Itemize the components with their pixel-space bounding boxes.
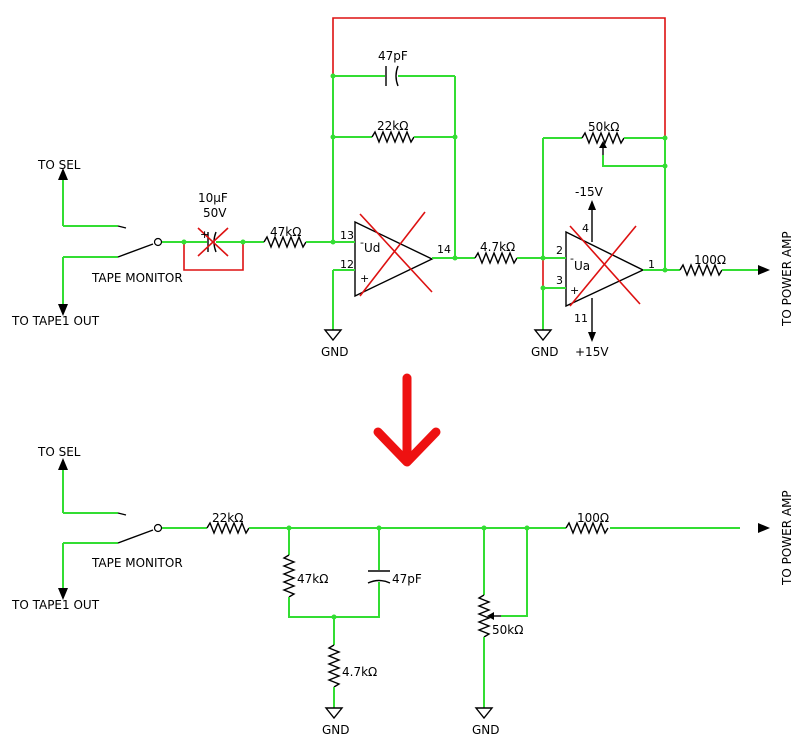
after-to-power-amp-label: TO POWER AMP [780,490,794,586]
tape-monitor-label: TAPE MONITOR [91,271,183,285]
after-r-shunt-label: 47kΩ [297,572,328,586]
gnd2-label: GND [531,345,559,359]
svg-text:+: + [360,272,369,285]
cap-in-voltage-label: 50V [203,206,227,220]
to-power-amp-label: TO POWER AMP [780,231,794,327]
after-tape-monitor-label: TAPE MONITOR [91,556,183,570]
opamp1-pin-noninv: 12 [340,258,354,271]
after-to-sel-path [58,458,127,516]
to-tape-out-label: TO TAPE1 OUT [11,314,100,328]
after-shunt-cap [367,528,391,597]
input-capacitor: + [184,227,243,257]
pot-fb-label: 50kΩ [588,120,619,134]
input-cap-bypass [183,242,244,271]
after-output-resistor [565,521,770,535]
opamp2-pin-noninv: 3 [556,274,563,287]
after-r-series-label: 22kΩ [212,511,243,525]
after-c-shunt-label: 47pF [392,572,422,586]
after-r-ground-label: 4.7kΩ [342,665,377,679]
opamp2-label: Ua [574,259,590,273]
svg-text:+: + [570,284,579,297]
opamp1-pin-out: 14 [437,243,451,256]
input-resistor [243,235,333,249]
svg-text:-: - [570,252,574,265]
bypass-top-wire [332,17,666,138]
mid-resistor [455,251,543,265]
after-to-tape-out-label: TO TAPE1 OUT [11,598,100,612]
output-resistor [679,263,770,277]
after-pot-label: 50kΩ [492,623,523,637]
opamp1-pin-inv: 13 [340,229,354,242]
after-tape-monitor-switch [117,523,207,544]
gnd1-label: GND [321,345,349,359]
tape-monitor-switch [117,237,184,258]
r-mid-label: 4.7kΩ [480,240,515,254]
before-schematic: TO SEL TO TAPE1 OUT TAPE MONITOR + [11,17,794,359]
opamp-ua: - + [533,200,680,342]
opamp2-pin-inv: 2 [556,244,563,257]
transform-arrow [373,373,441,467]
to-sel-path [58,168,127,229]
after-gnd1-label: GND [322,723,350,737]
after-to-sel-label: TO SEL [37,445,81,459]
opamp1-feedback [332,65,456,258]
opamp-ud: - + [323,211,455,342]
vneg-label: -15V [575,185,604,199]
opamp1-label: Ud [364,241,380,255]
r-in-label: 47kΩ [270,225,301,239]
c-fb-label: 47pF [378,49,408,63]
after-ground-resistor [324,617,344,720]
r-fb-label: 22kΩ [377,119,408,133]
opamp2-feedback [542,131,666,270]
after-series-resistor [206,521,740,535]
svg-text:+: + [200,228,209,241]
after-schematic: TO SEL TO TAPE1 OUT TAPE MONITOR 22kΩ 47… [11,445,794,737]
vpos-label: +15V [575,345,609,359]
after-pot [474,528,528,720]
svg-text:-: - [360,236,364,249]
opamp2-pin-vneg: 4 [582,222,589,235]
to-sel-label: TO SEL [37,158,81,172]
opamp2-pin-vpos: 11 [574,312,588,325]
r-out-label: 100Ω [694,253,726,267]
cap-in-value-label: 10µF [198,191,228,205]
after-gnd2-label: GND [472,723,500,737]
opamp2-pin-out: 1 [648,258,655,271]
after-r-out-label: 100Ω [577,511,609,525]
opamp2-bypass [542,258,555,289]
after-to-tape-out-path [58,542,118,600]
to-tape-out-path [58,256,118,316]
